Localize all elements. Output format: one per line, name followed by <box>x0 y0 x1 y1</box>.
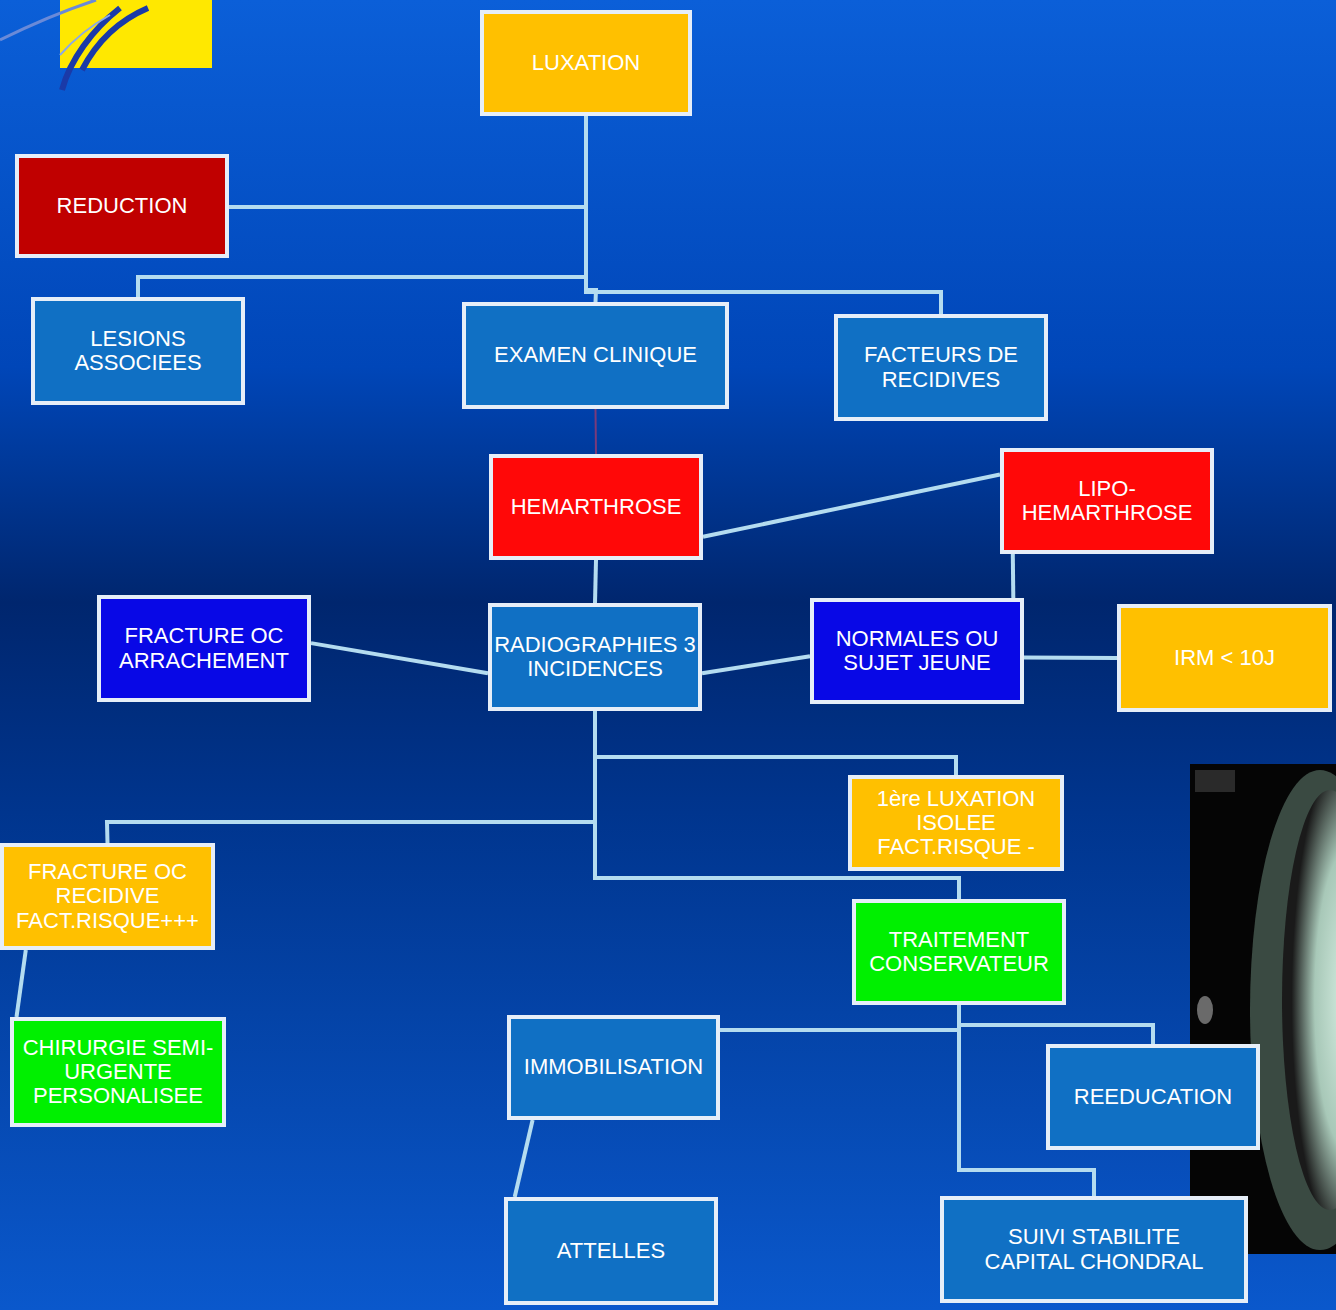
box-label: RADIOGRAPHIES 3 INCIDENCES <box>494 633 696 681</box>
flow-box: REEDUCATION <box>1046 1044 1260 1150</box>
connector-line <box>702 656 810 673</box>
connector-line <box>1011 554 1016 598</box>
box-label: IRM < 10J <box>1125 646 1324 670</box>
connector-line <box>1024 655 1117 660</box>
box-label: FACTEURS DE RECIDIVES <box>842 343 1040 391</box>
flow-box: FRACTURE OC ARRACHEMENT <box>97 595 311 702</box>
box-label: NORMALES OU SUJET JEUNE <box>822 627 1012 675</box>
flow-box: LIPO-HEMARTHROSE <box>1000 448 1214 554</box>
box-label: REDUCTION <box>23 194 221 218</box>
box-label: ATTELLES <box>512 1239 710 1263</box>
connector-line <box>229 116 586 207</box>
flow-box: FRACTURE OC RECIDIVE FACT.RISQUE+++ <box>0 843 215 950</box>
ct-scan-image <box>1190 764 1336 1254</box>
flow-box: EXAMEN CLINIQUE <box>462 302 729 409</box>
connector-line <box>595 711 956 775</box>
flow-box: RADIOGRAPHIES 3 INCIDENCES <box>488 603 702 711</box>
box-label: HEMARTHROSE <box>497 495 695 519</box>
connector-line <box>586 116 941 314</box>
flow-box: SUIVI STABILITE CAPITAL CHONDRAL <box>940 1196 1248 1303</box>
flow-box: TRAITEMENT CONSERVATEUR <box>852 899 1066 1005</box>
connector-line <box>515 1120 533 1197</box>
box-label: FRACTURE OC ARRACHEMENT <box>105 624 303 672</box>
box-label: LESIONS ASSOCIEES <box>39 327 237 375</box>
flow-box: FACTEURS DE RECIDIVES <box>834 314 1048 421</box>
connector-line <box>703 475 1000 537</box>
flow-box: NORMALES OU SUJET JEUNE <box>810 598 1024 704</box>
flow-box: LESIONS ASSOCIEES <box>31 297 245 405</box>
logo-swoosh <box>82 8 148 70</box>
flow-box: HEMARTHROSE <box>489 454 703 560</box>
box-label: 1ère LUXATION ISOLEE FACT.RISQUE - <box>856 787 1056 860</box>
box-label: LIPO-HEMARTHROSE <box>1012 477 1202 525</box>
logo-square <box>60 0 212 68</box>
flow-box: REDUCTION <box>15 154 229 258</box>
box-label: CHIRURGIE SEMI-URGENTE PERSONALISEE <box>16 1036 220 1109</box>
flow-box: CHIRURGIE SEMI-URGENTE PERSONALISEE <box>10 1017 226 1127</box>
box-label: IMMOBILISATION <box>513 1055 714 1079</box>
ct-bone <box>1282 790 1336 1210</box>
connector-line <box>959 1005 1153 1044</box>
logo <box>0 0 212 90</box>
connector-line <box>311 643 488 673</box>
box-label: LUXATION <box>488 51 684 75</box>
ct-soft-tissue <box>1250 770 1336 1250</box>
connector-line <box>595 409 598 454</box>
box-label: REEDUCATION <box>1054 1085 1252 1109</box>
box-label: FRACTURE OC RECIDIVE FACT.RISQUE+++ <box>5 860 210 933</box>
box-label: TRAITEMENT CONSERVATEUR <box>858 928 1060 976</box>
flow-box: IMMOBILISATION <box>507 1015 720 1120</box>
flow-box: LUXATION <box>480 10 692 116</box>
ct-detail <box>1197 996 1213 1024</box>
box-label: EXAMEN CLINIQUE <box>470 343 721 367</box>
logo-swoosh <box>62 8 120 90</box>
ct-annotation <box>1195 770 1235 792</box>
box-label: SUIVI STABILITE CAPITAL CHONDRAL <box>974 1225 1214 1273</box>
connector-line <box>107 711 595 843</box>
flow-box: ATTELLES <box>504 1197 718 1305</box>
connector-line <box>17 950 26 1017</box>
flow-box: 1ère LUXATION ISOLEE FACT.RISQUE - <box>848 775 1064 871</box>
flow-box: IRM < 10J <box>1117 604 1332 712</box>
logo-swoosh <box>60 15 110 55</box>
connector-line <box>595 560 596 603</box>
